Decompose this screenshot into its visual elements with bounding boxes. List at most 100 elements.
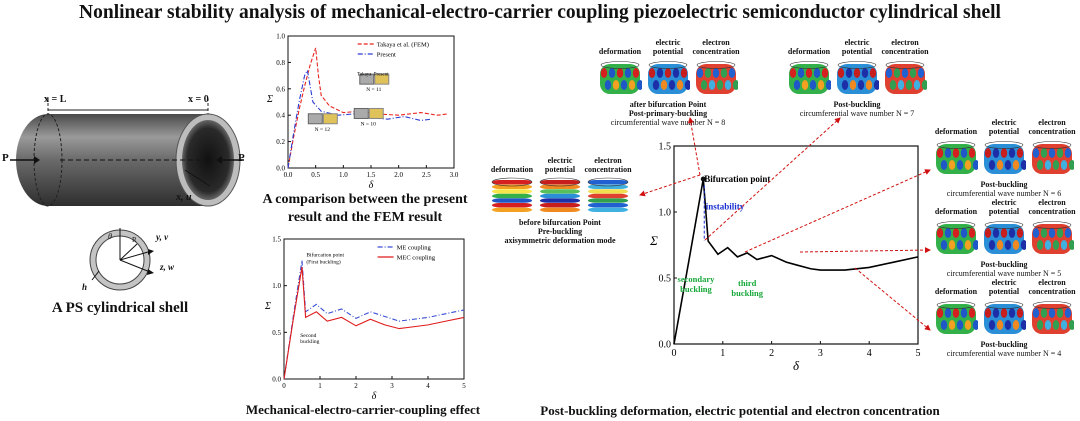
field-blob [1060, 160, 1068, 170]
y-tick-label: 0.6 [276, 85, 285, 93]
thumb-header-deformation: deformation [598, 47, 642, 56]
x-tick-label: 1.5 [367, 171, 376, 179]
thumb-header-potential: potential [988, 207, 1020, 216]
field-blob [1044, 160, 1052, 170]
field-blob [1004, 160, 1012, 170]
field-blob [1048, 228, 1056, 238]
field-top [885, 61, 925, 69]
x-axis-label: δ [793, 358, 800, 373]
ring-top [587, 177, 629, 187]
field-blob [897, 80, 905, 90]
fem-inset-label-3: N = 11 [366, 87, 381, 93]
ring-band [540, 207, 580, 212]
field-blob [1036, 320, 1044, 330]
field-blob [1016, 308, 1024, 318]
field-blob [616, 68, 624, 78]
x-tick-label: 2 [769, 348, 774, 359]
y-tick-label: 0.0 [659, 340, 672, 351]
ring-band [540, 184, 580, 189]
field-blob [809, 80, 817, 90]
field-blob [1040, 308, 1048, 318]
field-blob [1064, 228, 1072, 238]
ring-band [492, 198, 532, 203]
thumb-header-electric: electric [547, 156, 573, 165]
field-blob [600, 68, 608, 78]
y-tick-label: 0.8 [276, 59, 285, 67]
x-tick-label: 2.0 [394, 171, 403, 179]
thumb-field-0 [936, 221, 978, 254]
fem-inset-shell-2 [353, 107, 369, 119]
y-tick-label: 0.5 [272, 329, 281, 337]
field-top [936, 141, 976, 149]
thumb-caption-n6-0: Post-buckling [980, 180, 1028, 189]
field-blob [952, 228, 960, 238]
fem-caption-line2: result and the FEM result [287, 210, 443, 225]
field-blob [1008, 228, 1016, 238]
axis-label-xu: x, u [176, 192, 192, 203]
field-blob [636, 80, 642, 90]
label-x-equals-L: x = L [44, 94, 67, 105]
cs-label-theta: θ [108, 232, 112, 241]
field-blob [704, 68, 712, 78]
field-blob [948, 160, 956, 170]
field-blob [1016, 228, 1024, 238]
field-blob [1000, 148, 1008, 158]
field-blob [956, 160, 964, 170]
y-axis-label: Σ [266, 94, 273, 105]
field-top [696, 61, 736, 69]
field-blob [1004, 240, 1012, 250]
annotation-bifurcation-1: Bifurcation point [306, 251, 344, 258]
field-blob [968, 148, 976, 158]
thumb-header-concentration: concentration [1028, 207, 1076, 216]
thumb-header-potential: potential [544, 165, 576, 174]
field-blob [1032, 308, 1040, 318]
annotation-instability: instability [706, 201, 745, 211]
thumb-field-1 [837, 61, 879, 94]
thumb-header-deformation: deformation [934, 127, 978, 136]
thumb-header-deformation: deformation [934, 207, 978, 216]
field-blob [813, 68, 821, 78]
field-blob [1044, 240, 1052, 250]
field-blob [724, 80, 732, 90]
field-blob [1052, 240, 1060, 250]
field-blob [1048, 148, 1056, 158]
field-blob [712, 68, 720, 78]
field-blob [1060, 320, 1068, 330]
field-blob [1008, 148, 1016, 158]
field-blob [1036, 160, 1044, 170]
fem-inset-field-1 [322, 113, 338, 125]
fem-caption-line1: A comparison between the present [262, 192, 468, 207]
thumb-header-0: deformation [488, 165, 536, 174]
thumb-caption-n5-1: circumferential wave number N = 5 [946, 269, 1062, 278]
field-blob [992, 308, 1000, 318]
annotation-bifurcation: Bifurcation point [704, 174, 770, 184]
thumb-field-2 [696, 61, 738, 94]
x-tick-label: 1 [720, 348, 725, 359]
field-blob [972, 320, 978, 330]
field-blob [921, 80, 927, 90]
field-blob [1000, 308, 1008, 318]
ring-band [588, 189, 628, 194]
field-blob [672, 68, 680, 78]
x-tick-label: 3 [818, 348, 823, 359]
field-blob [984, 308, 992, 318]
legend-label-2: Present [377, 52, 396, 59]
field-blob [1060, 240, 1068, 250]
field-blob [889, 80, 897, 90]
figure-title: Nonlinear stability analysis of mechanic… [79, 2, 1001, 23]
ring-band [540, 198, 580, 203]
field-blob [948, 320, 956, 330]
field-blob [1068, 240, 1074, 250]
y-tick-label: 0.2 [276, 138, 285, 146]
ring-band [492, 184, 532, 189]
field-blob [1056, 228, 1064, 238]
series-line-1 [287, 47, 449, 169]
y-tick-label: 1.5 [272, 235, 281, 243]
field-blob [964, 320, 972, 330]
field-blob [1000, 228, 1008, 238]
field-blob [732, 80, 738, 90]
